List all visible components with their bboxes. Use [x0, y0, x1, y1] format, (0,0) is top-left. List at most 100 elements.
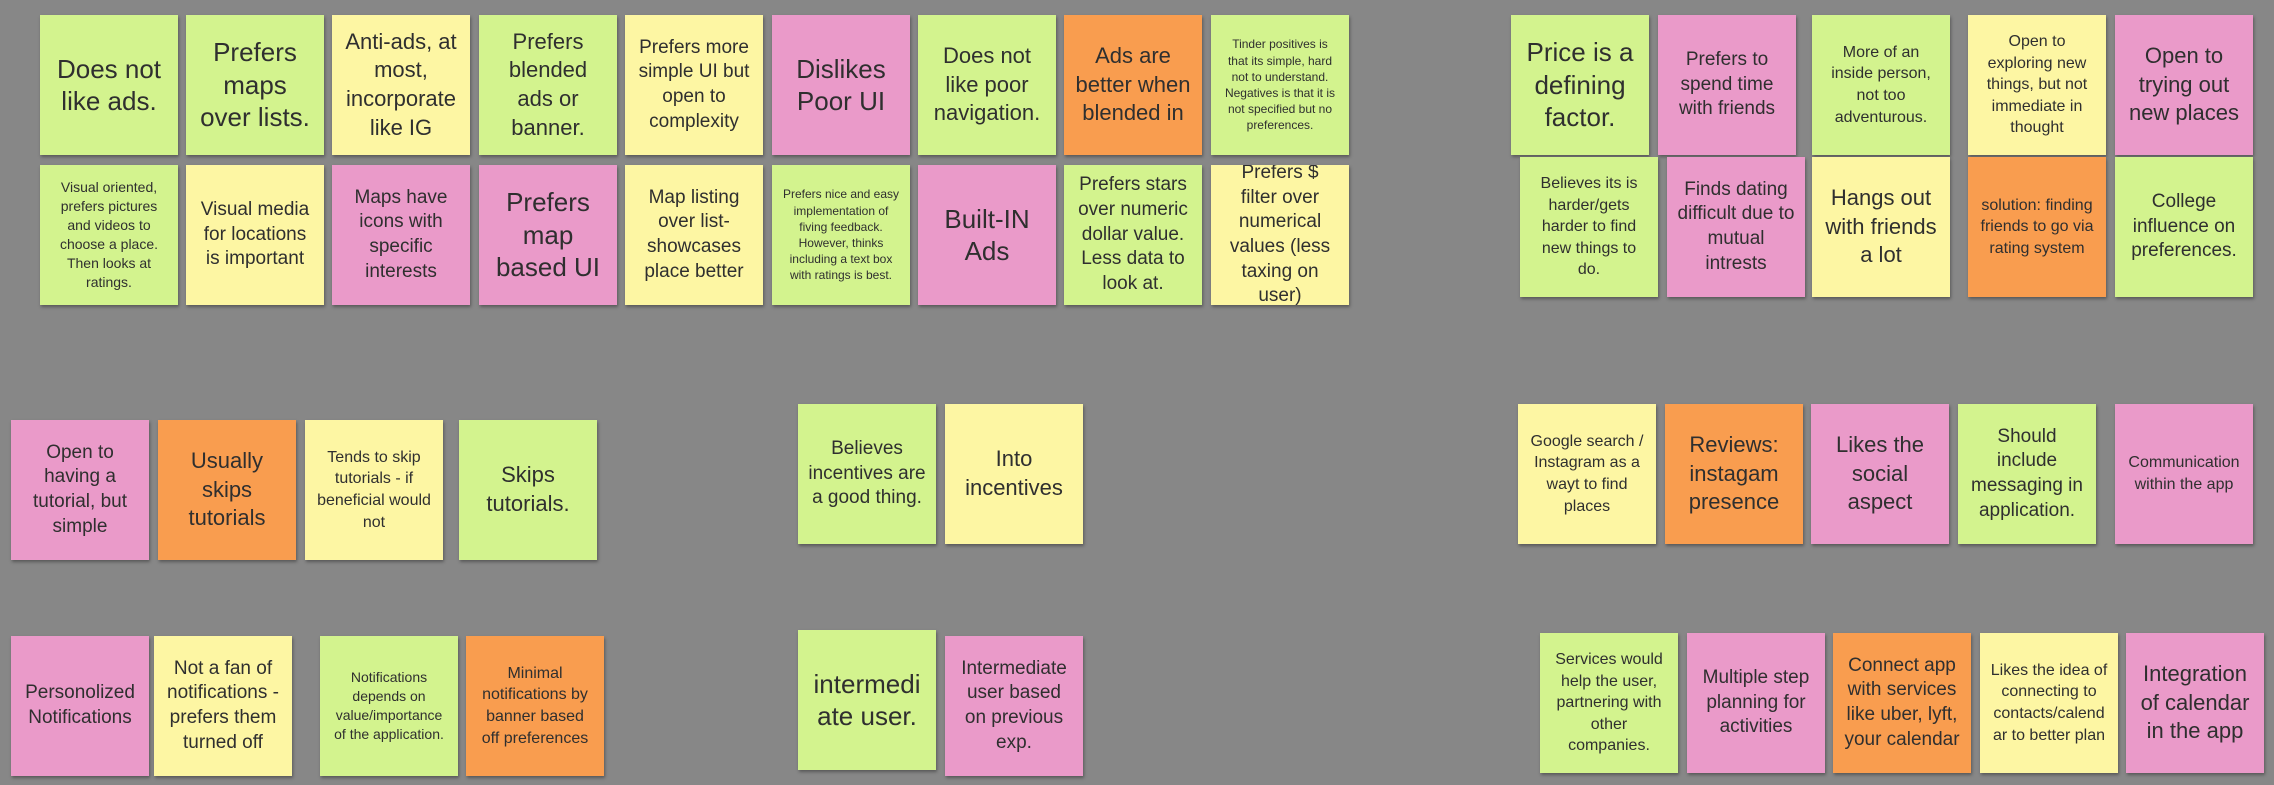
sticky-note-text: intermedi ate user. [813, 668, 921, 732]
sticky-note[interactable]: Prefers $ filter over numerical values (… [1211, 165, 1349, 305]
sticky-note-text: Ads are better when blended in [1075, 43, 1191, 126]
sticky-note[interactable]: Reviews: instagam presence [1665, 404, 1803, 544]
sticky-note-text: Prefers $ filter over numerical values (… [1229, 165, 1331, 305]
sticky-note-text: Built-IN Ads [944, 203, 1030, 267]
sticky-note[interactable]: Believes incentives are a good thing. [798, 404, 936, 544]
sticky-note[interactable]: Hangs out with friends a lot [1812, 157, 1950, 297]
sticky-note[interactable]: Does not like ads. [40, 15, 178, 155]
sticky-note-text: Visual media for locations is important [200, 198, 310, 270]
sticky-note-text: Prefers nice and easy implementation of … [782, 187, 900, 283]
sticky-note-text: Does not like poor navigation. [933, 43, 1041, 126]
sticky-note[interactable]: College influence on preferences. [2115, 157, 2253, 297]
sticky-note-text: Price is a defining factor. [1526, 37, 1634, 133]
sticky-note-text: Minimal notifications by banner based of… [481, 664, 589, 747]
sticky-note[interactable]: Skips tutorials. [459, 420, 597, 560]
sticky-note[interactable]: intermedi ate user. [798, 630, 936, 770]
sticky-note[interactable]: Tinder positives is that its simple, har… [1211, 15, 1349, 155]
sticky-note[interactable]: Prefers blended ads or banner. [479, 15, 617, 155]
sticky-note-text: Should include messaging in application. [1971, 425, 2083, 521]
sticky-note-text: Not a fan of notifications - prefers the… [167, 657, 279, 753]
sticky-note-text: Dislikes Poor UI [796, 53, 886, 117]
sticky-note[interactable]: Tends to skip tutorials - if beneficial … [305, 420, 443, 560]
sticky-note[interactable]: Connect app with services like uber, lyf… [1833, 633, 1971, 773]
sticky-note[interactable]: Maps have icons with specific interests [332, 165, 470, 305]
sticky-note[interactable]: solution: finding friends to go via rati… [1968, 157, 2106, 297]
sticky-note-text: Services would help the user, partnering… [1555, 651, 1663, 755]
sticky-note[interactable]: Services would help the user, partnering… [1540, 633, 1678, 773]
sticky-note[interactable]: Prefers maps over lists. [186, 15, 324, 155]
sticky-note[interactable]: Minimal notifications by banner based of… [466, 636, 604, 776]
sticky-note-text: Prefers more simple UI but open to compl… [638, 36, 750, 132]
sticky-note[interactable]: Prefers nice and easy implementation of … [772, 165, 910, 305]
sticky-note[interactable]: Should include messaging in application. [1958, 404, 2096, 544]
sticky-note[interactable]: Visual media for locations is important [186, 165, 324, 305]
sticky-note-text: Into incentives [965, 446, 1063, 500]
sticky-note-text: Believes its is harder/gets harder to fi… [1540, 175, 1638, 279]
sticky-note-text: Prefers stars over numeric dollar value.… [1078, 174, 1188, 295]
sticky-note[interactable]: Open to having a tutorial, but simple [11, 420, 149, 560]
sticky-note-text: solution: finding friends to go via rati… [1980, 196, 2094, 257]
sticky-note-text: Tends to skip tutorials - if beneficial … [317, 448, 431, 531]
sticky-note[interactable]: Dislikes Poor UI [772, 15, 910, 155]
sticky-note-text: Believes incentives are a good thing. [808, 437, 926, 509]
sticky-note-text: Notifications depends on value/importanc… [334, 669, 444, 742]
sticky-note[interactable]: Open to exploring new things, but not im… [1968, 15, 2106, 155]
sticky-note[interactable]: Believes its is harder/gets harder to fi… [1520, 157, 1658, 297]
sticky-note[interactable]: Finds dating difficult due to mutual int… [1667, 157, 1805, 297]
sticky-note-text: Google search / Instagram as a wayt to f… [1530, 432, 1644, 515]
sticky-note-text: More of an inside person, not too advent… [1831, 43, 1931, 126]
sticky-note[interactable]: Not a fan of notifications - prefers the… [154, 636, 292, 776]
sticky-note[interactable]: Built-IN Ads [918, 165, 1056, 305]
sticky-note-text: Likes the idea of connecting to contacts… [1990, 661, 2108, 744]
sticky-note-text: Open to trying out new places [2128, 43, 2240, 126]
sticky-note-text: Tinder positives is that its simple, har… [1224, 37, 1336, 133]
sticky-note[interactable]: Intermediate user based on previous exp. [945, 636, 1083, 776]
sticky-note[interactable]: Integration of calendar in the app [2126, 633, 2264, 773]
sticky-note[interactable]: Into incentives [945, 404, 1083, 544]
sticky-note[interactable]: Open to trying out new places [2115, 15, 2253, 155]
sticky-note-text: Multiple step planning for activities [1702, 666, 1810, 738]
sticky-note[interactable]: Visual oriented, prefers pictures and vi… [40, 165, 178, 305]
sticky-note-text: Anti-ads, at most, incorporate like IG [345, 28, 457, 140]
sticky-note[interactable]: Prefers stars over numeric dollar value.… [1064, 165, 1202, 305]
sticky-note[interactable]: Prefers to spend time with friends [1658, 15, 1796, 155]
sticky-note-text: Integration of calendar in the app [2140, 661, 2250, 744]
sticky-note[interactable]: Anti-ads, at most, incorporate like IG [332, 15, 470, 155]
sticky-note-text: Hangs out with friends a lot [1825, 185, 1937, 268]
sticky-note-text: Finds dating difficult due to mutual int… [1677, 178, 1795, 274]
sticky-note[interactable]: More of an inside person, not too advent… [1812, 15, 1950, 155]
sticky-note[interactable]: Price is a defining factor. [1511, 15, 1649, 155]
sticky-note[interactable]: Usually skips tutorials [158, 420, 296, 560]
sticky-note-text: Prefers to spend time with friends [1678, 48, 1776, 120]
sticky-note[interactable]: Does not like poor navigation. [918, 15, 1056, 155]
sticky-note-text: Intermediate user based on previous exp. [961, 657, 1067, 753]
sticky-note[interactable]: Google search / Instagram as a wayt to f… [1518, 404, 1656, 544]
sticky-note-text: Prefers blended ads or banner. [508, 28, 588, 140]
sticky-note[interactable]: Prefers map based UI [479, 165, 617, 305]
sticky-note-text: Open to exploring new things, but not im… [1986, 33, 2088, 137]
sticky-note-text: Likes the social aspect [1835, 432, 1925, 515]
sticky-note-text: College influence on preferences. [2131, 190, 2237, 262]
sticky-note-text: Reviews: instagam presence [1688, 432, 1780, 515]
sticky-note-text: Visual oriented, prefers pictures and vi… [59, 179, 159, 290]
sticky-note[interactable]: Likes the social aspect [1811, 404, 1949, 544]
sticky-note-text: Usually skips tutorials [188, 448, 266, 531]
sticky-note[interactable]: Map listing over list- showcases place b… [625, 165, 763, 305]
sticky-note[interactable]: Notifications depends on value/importanc… [320, 636, 458, 776]
sticky-note-text: Skips tutorials. [486, 462, 570, 516]
sticky-note[interactable]: Likes the idea of connecting to contacts… [1980, 633, 2118, 773]
sticky-note-text: Maps have icons with specific interests [354, 186, 448, 282]
sticky-note-text: Map listing over list- showcases place b… [644, 186, 744, 282]
sticky-note-text: Open to having a tutorial, but simple [33, 441, 127, 537]
sticky-note[interactable]: Prefers more simple UI but open to compl… [625, 15, 763, 155]
sticky-note-text: Connect app with services like uber, lyf… [1844, 654, 1960, 750]
sticky-note-text: Personolized Notifications [25, 682, 135, 728]
sticky-note[interactable]: Communication within the app [2115, 404, 2253, 544]
sticky-note-text: Prefers map based UI [495, 187, 601, 283]
sticky-note[interactable]: Ads are better when blended in [1064, 15, 1202, 155]
sticky-note-text: Prefers maps over lists. [200, 37, 310, 133]
sticky-note[interactable]: Multiple step planning for activities [1687, 633, 1825, 773]
sticky-note[interactable]: Personolized Notifications [11, 636, 149, 776]
sticky-note-text: Does not like ads. [56, 53, 162, 117]
